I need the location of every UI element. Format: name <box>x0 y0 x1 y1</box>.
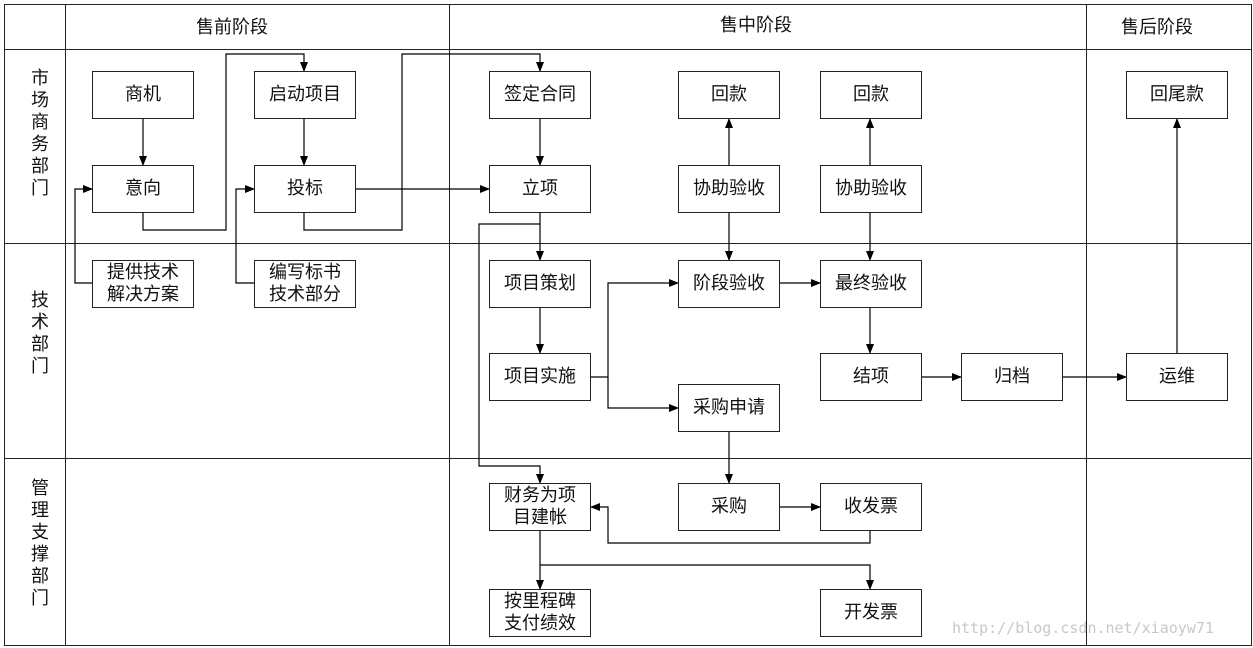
node-write-bid-doc: 编写标书 技术部分 <box>254 260 356 308</box>
node-payment-1: 回款 <box>678 71 780 119</box>
arrow-solution-to-intent <box>74 185 93 284</box>
node-final-accept: 最终验收 <box>820 260 922 308</box>
phase-header-pre-sale: 售前阶段 <box>196 17 268 38</box>
connector-arrows <box>74 53 1181 590</box>
node-sign-contract: 签定合同 <box>489 71 591 119</box>
node-payment-2: 回款 <box>820 71 922 119</box>
node-invoice-receive: 收发票 <box>820 483 922 531</box>
arrow-setup-to-finance <box>478 223 544 484</box>
swimlane-grid <box>4 4 1252 646</box>
node-purchase-request: 采购申请 <box>678 384 780 432</box>
lane-label-support: 管理支撑部门 <box>31 478 49 609</box>
arrow-finance-to-issue-invoice <box>540 564 874 590</box>
node-assist-accept-2: 协助验收 <box>820 165 922 213</box>
node-assist-accept-1: 协助验收 <box>678 165 780 213</box>
watermark-text: http://blog.csdn.net/xiaoyw71 <box>952 619 1214 637</box>
lane-label-market: 市场商务部门 <box>31 68 49 199</box>
node-bid: 投标 <box>254 165 356 213</box>
arrow-invoice-to-finance <box>590 503 871 544</box>
arrow-impl-to-stage-accept <box>591 279 679 378</box>
arrow-impl-to-purchase-request <box>607 377 679 412</box>
node-start-project: 启动项目 <box>254 71 356 119</box>
node-stage-accept: 阶段验收 <box>678 260 780 308</box>
node-issue-invoice: 开发票 <box>820 589 922 637</box>
phase-header-in-sale: 售中阶段 <box>720 15 792 36</box>
node-finance-account: 财务为项 目建帐 <box>489 483 591 531</box>
node-project-impl: 项目实施 <box>489 353 591 401</box>
node-close-project: 结项 <box>820 353 922 401</box>
phase-header-post-sale: 售后阶段 <box>1121 17 1193 38</box>
node-milestone-pay: 按里程碑 支付绩效 <box>489 589 591 637</box>
node-provide-solution: 提供技术 解决方案 <box>92 260 194 308</box>
node-project-plan: 项目策划 <box>489 260 591 308</box>
arrow-bid-to-sign-contract <box>303 53 544 231</box>
node-final-payment: 回尾款 <box>1126 71 1228 119</box>
lane-label-tech: 技术部门 <box>31 290 49 377</box>
node-archive: 归档 <box>961 353 1063 401</box>
arrow-bid-doc-to-bid <box>235 185 255 284</box>
node-maintenance: 运维 <box>1126 353 1228 401</box>
node-opportunity: 商机 <box>92 71 194 119</box>
arrow-intent-to-start-project <box>142 53 308 231</box>
node-setup-project: 立项 <box>489 165 591 213</box>
node-intent: 意向 <box>92 165 194 213</box>
node-purchase: 采购 <box>678 483 780 531</box>
